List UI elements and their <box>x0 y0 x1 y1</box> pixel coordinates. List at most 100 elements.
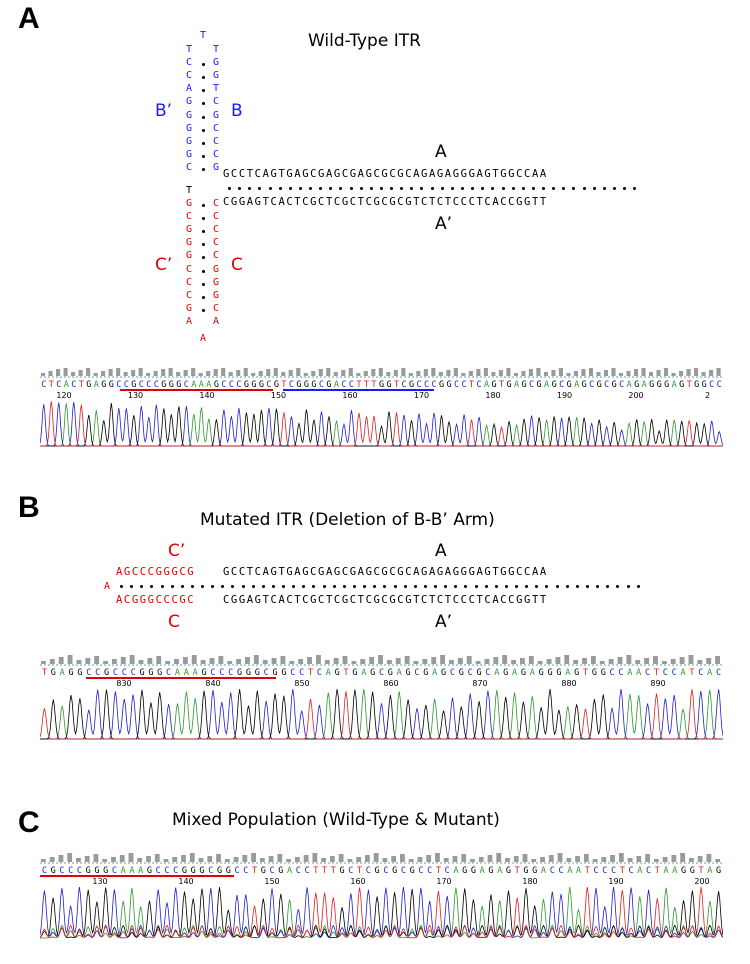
base-call: A <box>576 866 581 876</box>
base-call: C <box>416 380 421 390</box>
trace-t <box>40 401 723 447</box>
base-call: G <box>612 380 617 390</box>
base-call: A <box>184 668 189 678</box>
c-loop-bottom-base: A <box>200 333 207 344</box>
quality-bar <box>693 368 699 376</box>
base-call: C <box>550 866 555 876</box>
base-call: C <box>112 866 117 876</box>
quality-bar <box>378 368 383 376</box>
quality-bar <box>324 660 330 664</box>
base-call: G <box>202 668 207 678</box>
quality-bar <box>329 856 335 862</box>
quality-bar <box>156 656 162 664</box>
quality-bar <box>588 368 594 376</box>
pairing-dot <box>248 187 252 190</box>
quality-bar <box>603 370 609 376</box>
quality-bar <box>506 368 511 376</box>
quality-bar <box>536 368 541 376</box>
base-call: C <box>604 380 609 390</box>
base-call: C <box>166 668 171 678</box>
trace-g <box>40 403 723 447</box>
base-call: C <box>113 668 118 678</box>
quality-bar <box>347 859 353 862</box>
quality-bar <box>476 369 481 376</box>
base-call: C <box>401 380 406 390</box>
pairing-dot <box>231 585 235 588</box>
quality-bar <box>543 372 548 376</box>
pairing-dot <box>545 585 549 588</box>
base-call: A <box>193 668 198 678</box>
base-call: G <box>567 380 572 390</box>
position-tick-label: 200 <box>694 877 709 886</box>
pairing-dot <box>390 187 394 190</box>
base-call: G <box>539 668 544 678</box>
base-call: C <box>299 668 304 678</box>
c-arm-base: C <box>186 289 193 301</box>
quality-bar <box>116 368 121 376</box>
base-call: C <box>208 866 213 876</box>
base-call: C <box>59 866 64 876</box>
quality-bar <box>76 858 81 862</box>
base-call: G <box>522 380 527 390</box>
base-call: T <box>49 380 54 390</box>
quality-bar <box>648 372 654 376</box>
b-arm-base: G <box>213 161 220 173</box>
c-arm-base: C <box>213 211 220 223</box>
base-call: C <box>593 866 598 876</box>
pairing-dot <box>221 585 225 588</box>
pairing-dot <box>575 585 579 588</box>
base-call: T <box>394 380 399 390</box>
quality-bar <box>58 657 64 664</box>
base-call: G <box>375 866 380 876</box>
quality-bar <box>401 368 406 376</box>
b-arm-base: G <box>213 109 220 121</box>
quality-bar <box>564 655 570 664</box>
base-call: G <box>492 380 497 390</box>
b-arm-base: G <box>186 109 193 121</box>
pairing-dot <box>278 187 282 190</box>
pairing-dot <box>160 585 164 588</box>
c-arm-base: G <box>213 263 220 275</box>
quality-bar <box>663 368 669 376</box>
quality-bar <box>496 853 502 862</box>
panel-a-title: Wild-Type ITR <box>308 31 421 51</box>
quality-bar <box>422 659 428 664</box>
quality-bar <box>483 368 488 376</box>
base-call: A <box>530 668 535 678</box>
base-call: C <box>219 668 224 678</box>
quality-bar <box>224 859 230 862</box>
quality-bar <box>461 854 467 862</box>
pairing-dot <box>400 187 404 190</box>
quality-bar <box>174 659 179 664</box>
position-tick-label: 120 <box>56 391 71 400</box>
b-arm-base: G <box>213 70 220 82</box>
pairing-dot <box>521 187 525 190</box>
base-call: A <box>361 668 366 678</box>
quality-bar <box>653 859 659 862</box>
quality-bar <box>608 659 614 664</box>
base-call: T <box>281 380 286 390</box>
base-call: A <box>191 380 196 390</box>
base-call: C <box>41 380 46 390</box>
quality-bar <box>277 854 283 862</box>
pairing-dot <box>460 187 464 190</box>
quality-bar <box>371 369 376 376</box>
base-call: G <box>388 668 393 678</box>
base-call: A <box>199 380 204 390</box>
pairing-dot <box>552 187 556 190</box>
base-call: T <box>322 866 327 876</box>
quality-bar <box>172 857 178 862</box>
trace-t <box>40 886 723 939</box>
base-call: C <box>529 380 534 390</box>
base-call: A <box>484 380 489 390</box>
base-call: C <box>611 866 616 876</box>
base-call: C <box>454 380 459 390</box>
pairing-dot <box>585 585 589 588</box>
pairing-dot <box>190 585 194 588</box>
quality-bar <box>111 659 117 664</box>
quality-bar <box>103 661 108 664</box>
pairing-dot <box>271 585 275 588</box>
quality-bar <box>487 855 493 862</box>
base-call: C <box>264 668 269 678</box>
quality-bar <box>438 372 443 376</box>
